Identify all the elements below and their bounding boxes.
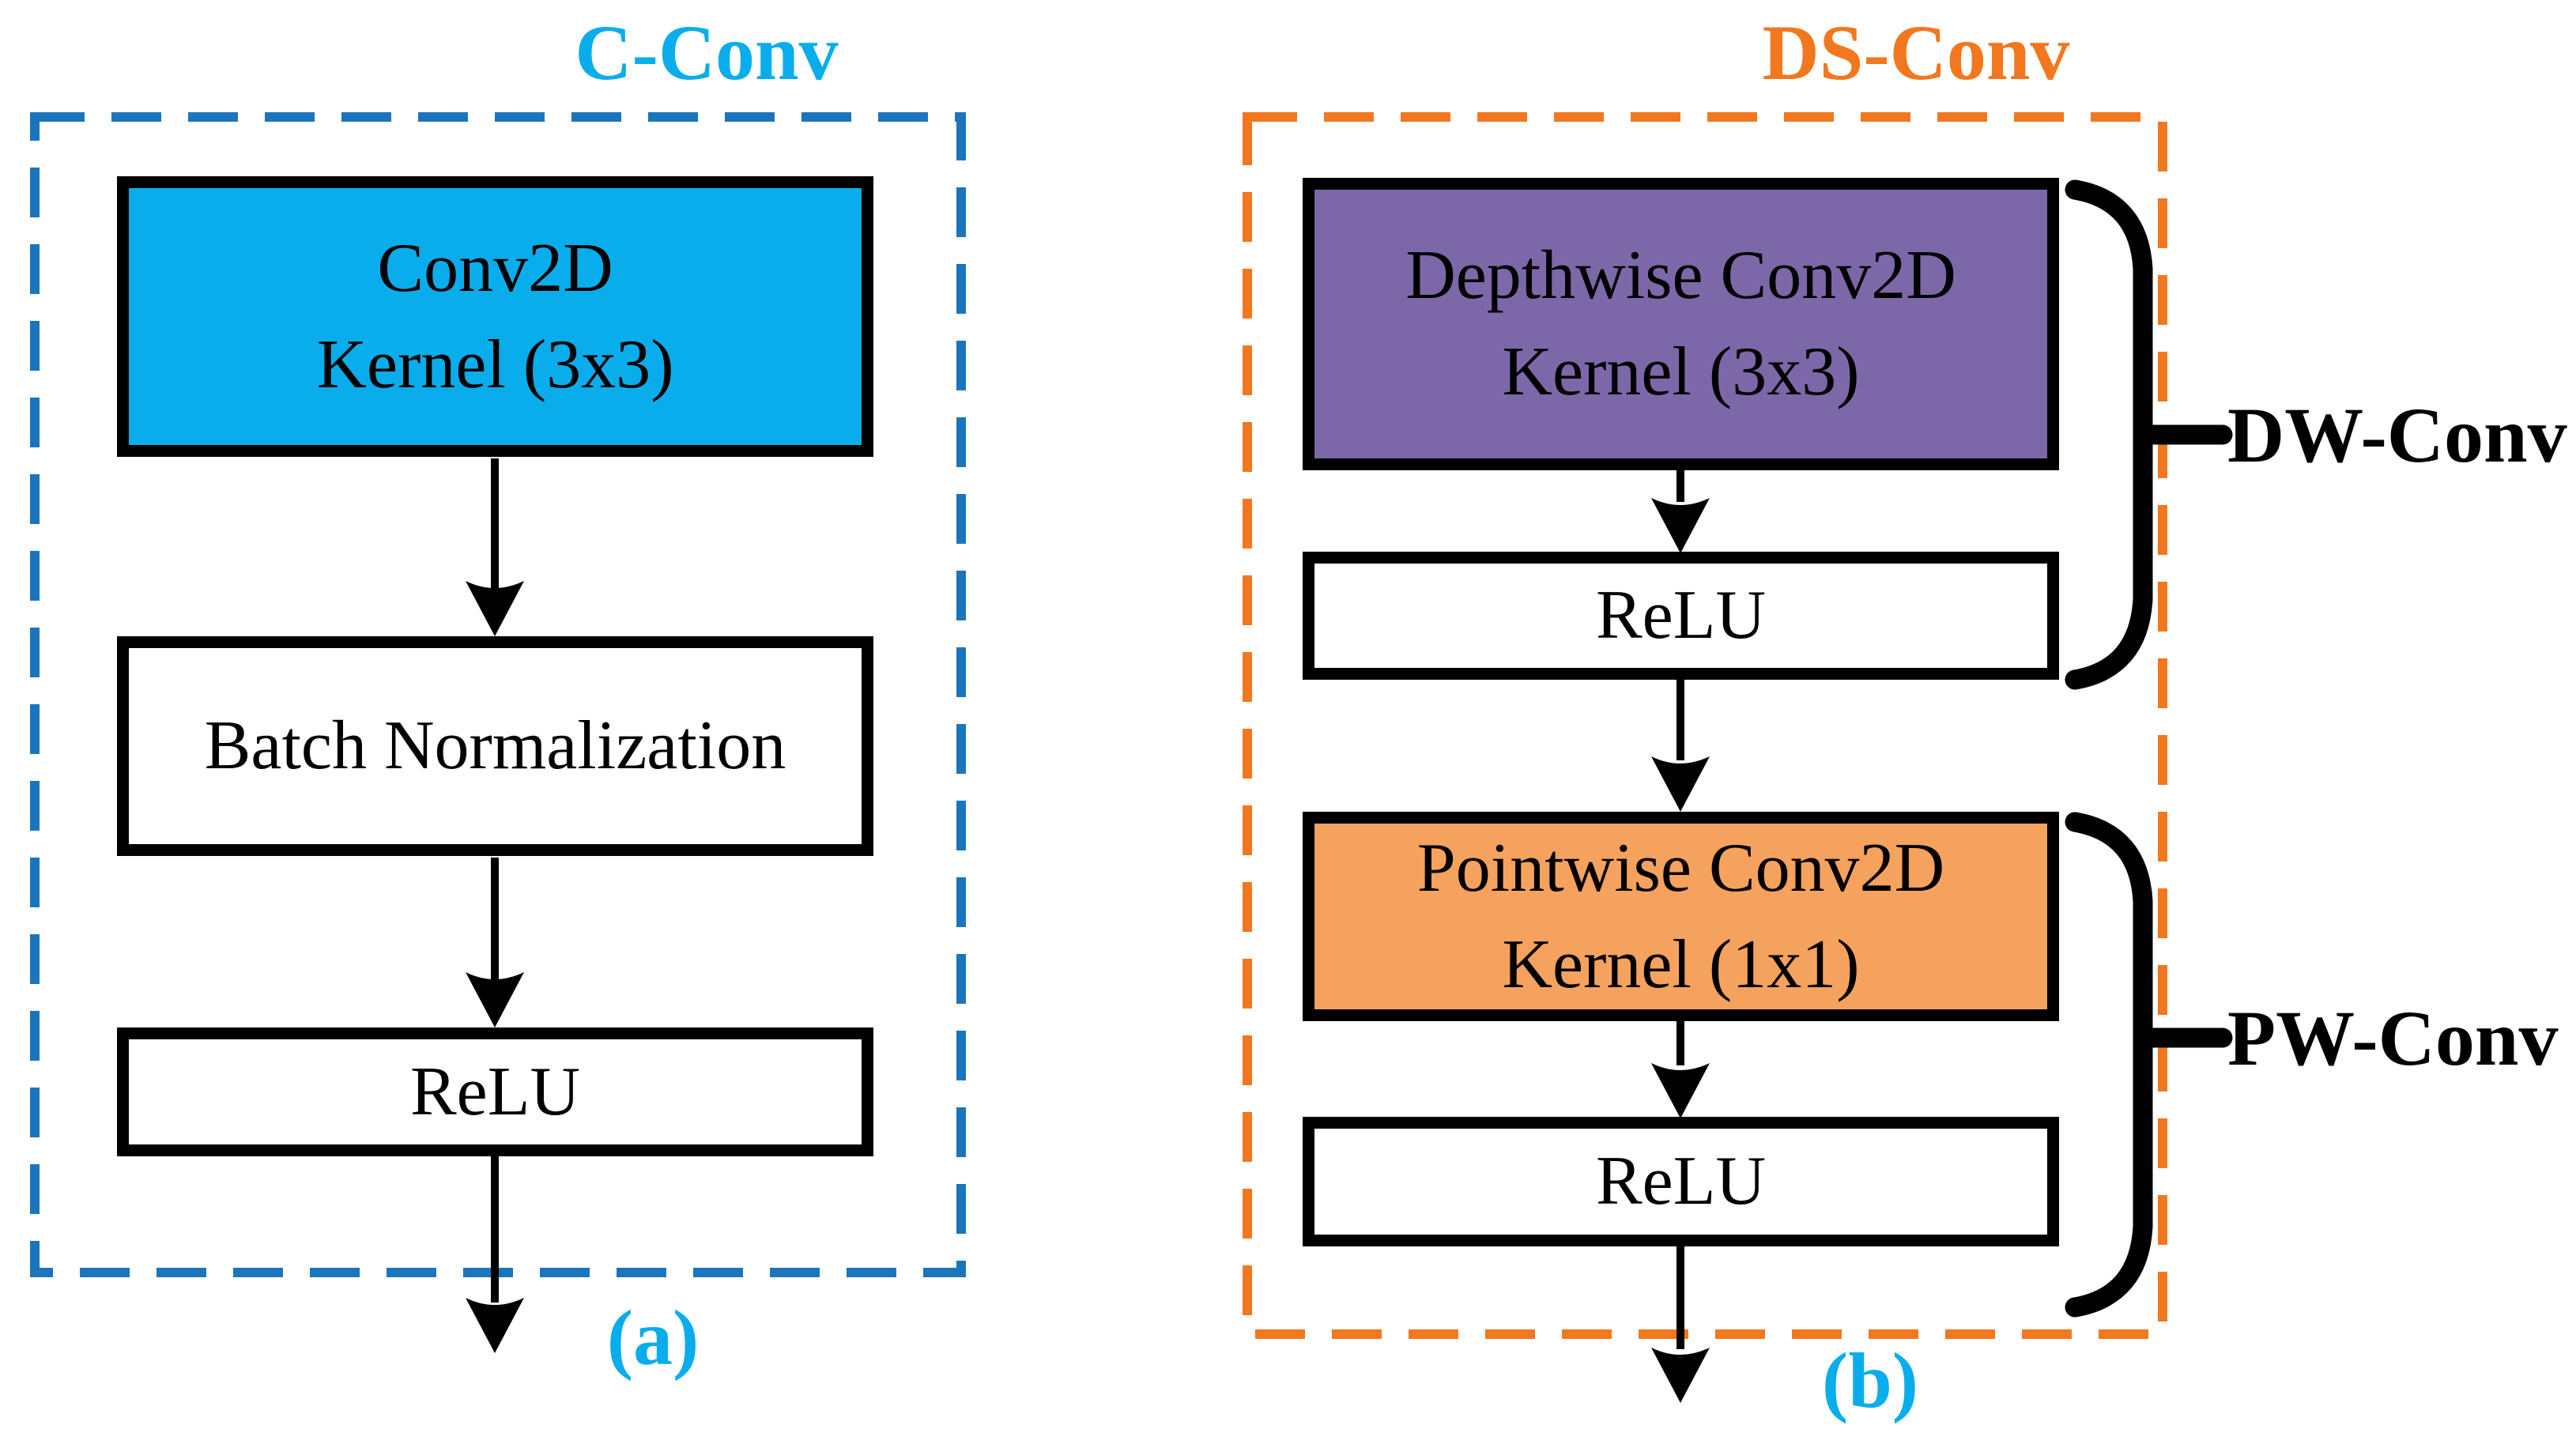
- arrowhead-down-icon: [466, 1298, 524, 1353]
- arrowhead-down-icon: [1651, 498, 1710, 553]
- relu-box-b1: ReLU: [1303, 552, 2059, 680]
- panel-b-title: DS-Conv: [1762, 9, 2070, 96]
- panel-a-arrowheads: [466, 581, 524, 1353]
- arrowhead-down-icon: [466, 581, 524, 636]
- caption-b: (b): [1821, 1337, 1919, 1424]
- arrowhead-down-icon: [466, 972, 524, 1027]
- relu-label: ReLU: [1595, 577, 1767, 654]
- brace-curve: [2065, 179, 2153, 690]
- pointwise-conv2d-line2: Kernel (1x1): [1502, 926, 1860, 1003]
- relu-label: ReLU: [409, 1053, 581, 1130]
- arrowhead-down-icon: [1651, 1348, 1710, 1403]
- conv2d-box-line1: Conv2D: [377, 229, 613, 307]
- depthwise-conv2d-box: Depthwise Conv2D Kernel (3x3): [1303, 178, 2059, 470]
- pointwise-conv2d-line1: Pointwise Conv2D: [1416, 829, 1945, 907]
- batch-normalization-box: Batch Normalization: [117, 636, 873, 856]
- pw-conv-label: PW-Conv: [2227, 994, 2559, 1082]
- relu-box-b2: ReLU: [1303, 1117, 2059, 1246]
- conv2d-box-line2: Kernel (3x3): [316, 326, 674, 403]
- depthwise-conv2d-line2: Kernel (3x3): [1502, 334, 1860, 410]
- panel-b-arrowheads: [1651, 498, 1710, 1403]
- depthwise-conv2d-line1: Depthwise Conv2D: [1405, 237, 1956, 314]
- brace-curve: [2065, 812, 2153, 1318]
- conv2d-box: Conv2D Kernel (3x3): [117, 176, 873, 457]
- caption-a: (a): [606, 1294, 700, 1382]
- panel-a-title: C-Conv: [575, 9, 839, 96]
- arrowhead-down-icon: [1651, 756, 1710, 812]
- dw-conv-brace: [2065, 179, 2233, 690]
- arrowhead-down-icon: [1651, 1063, 1710, 1118]
- pw-conv-brace: [2065, 812, 2233, 1318]
- relu-label: ReLU: [1595, 1143, 1767, 1220]
- dw-conv-label: DW-Conv: [2227, 391, 2567, 479]
- relu-box-a: ReLU: [117, 1027, 873, 1156]
- batch-normalization-label: Batch Normalization: [204, 707, 786, 784]
- pointwise-conv2d-box: Pointwise Conv2D Kernel (1x1): [1303, 812, 2059, 1021]
